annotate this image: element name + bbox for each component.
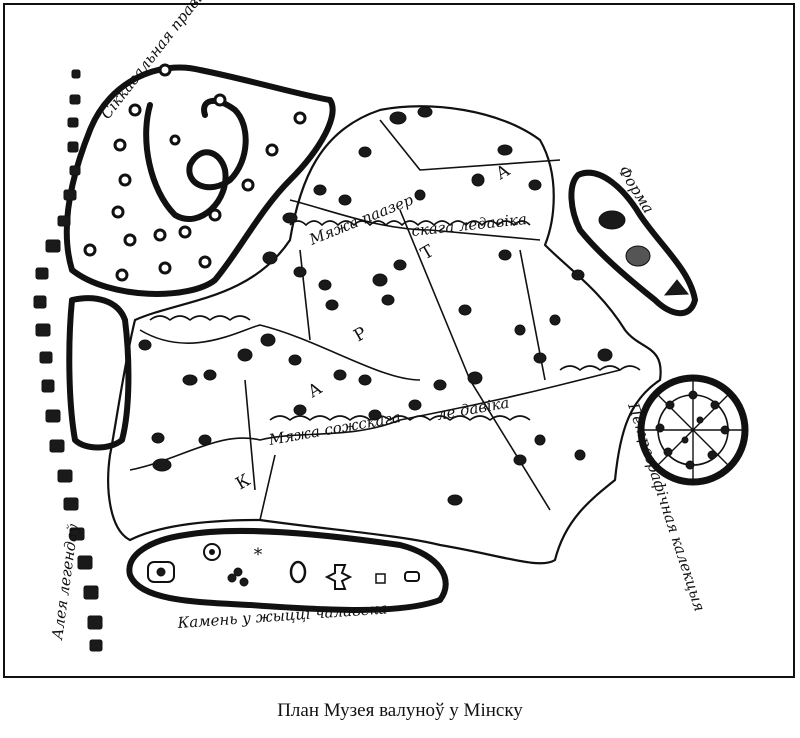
left-strip-outline [66, 295, 132, 451]
seepage-dots [83, 63, 307, 282]
seepage-winding-path [143, 98, 249, 222]
museum-map: * Сіккавальная правінцыя Форма Мяжа пааз… [33, 0, 749, 652]
legend-alley-stones [33, 69, 103, 652]
map-letter-k: К [233, 470, 254, 494]
label-petrographic: Петраграфічная калекцыя [624, 400, 709, 614]
label-seepage-province: Сіккавальная правінцыя [97, 0, 232, 122]
map-letter-r: Р [351, 323, 371, 346]
form-rock-1 [598, 210, 626, 230]
label-legend-alley: Алея легендаў [48, 522, 82, 641]
main-territory-outline [107, 105, 662, 565]
form-rock-2 [625, 245, 651, 267]
svg-text:*: * [254, 545, 263, 565]
label-sozh-glacier: ле давіка [436, 394, 511, 424]
form-rock-3 [663, 279, 689, 296]
stone-life-objects: * [147, 543, 420, 590]
form-outline [568, 169, 698, 317]
seepage-province-outline [63, 64, 336, 297]
label-glacier-stage: скага ледавіка [411, 210, 528, 240]
label-moraine-poozer: Мяжа паазер [306, 191, 416, 250]
petrographic-circle [637, 374, 749, 486]
territory-rocks [138, 106, 613, 506]
label-sozh-boundary: Мяжа сожскага [267, 408, 402, 449]
map-frame [3, 3, 795, 678]
inner-boundary-lines [129, 119, 621, 521]
map-letter-a1: А [305, 379, 326, 403]
map-caption: План Музея валуноў у Мінску [277, 700, 523, 721]
scalloped-boundary [149, 220, 641, 421]
stone-life-outline [126, 527, 449, 613]
